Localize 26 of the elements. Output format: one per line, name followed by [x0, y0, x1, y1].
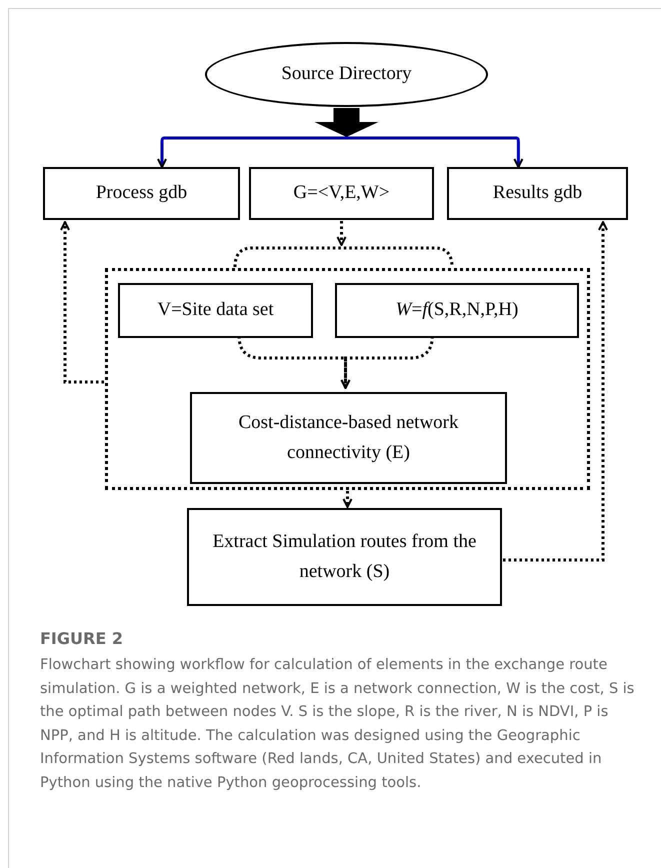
process-box: [249, 167, 434, 220]
figure-title: FIGURE 2: [40, 628, 124, 650]
process-box: [447, 167, 628, 220]
node-label: Extract Simulation routes from the network (S): [212, 530, 478, 584]
group-box: [105, 268, 590, 490]
dotted-arrow: [336, 221, 346, 246]
node-label: Cost-distance-based network connectivity (E): [237, 410, 460, 465]
node-label: V=Site data set: [157, 298, 274, 322]
dotted-arrow: [340, 336, 434, 389]
block-arrow: [314, 108, 378, 137]
bracket-connector: [346, 136, 524, 168]
node-label: Process gdb: [96, 181, 188, 206]
process-box: [187, 508, 502, 606]
bracket-connector: [157, 136, 346, 168]
figure-caption: Flowchart showing workflow for calculation of elements in the exchange route simulation. G is a weighted network, E is a network connection, W is the cost, S is the optimal path between nodes V. S is the slope, R is the river, N is NDVI, P is NPP, and H is altitude. The calculation was designed using the Geographic Information Systems software (Red lands, CA, United States) and executed in Python using the native Python geoprocessing tools.: [40, 656, 636, 793]
dotted-arrow: [60, 221, 104, 384]
node-label: Source Directory: [281, 62, 412, 86]
node-label: G=<V,E,W>: [293, 181, 390, 206]
process-box: [190, 392, 507, 484]
node-label: Results gdb: [492, 181, 582, 206]
dotted-arrow: [503, 221, 608, 562]
process-box: [118, 283, 313, 338]
node-label: W=f(S,R,N,P,H): [396, 298, 518, 322]
dotted-arrow: [342, 491, 352, 508]
process-box: [43, 167, 240, 220]
process-box: [335, 283, 579, 338]
